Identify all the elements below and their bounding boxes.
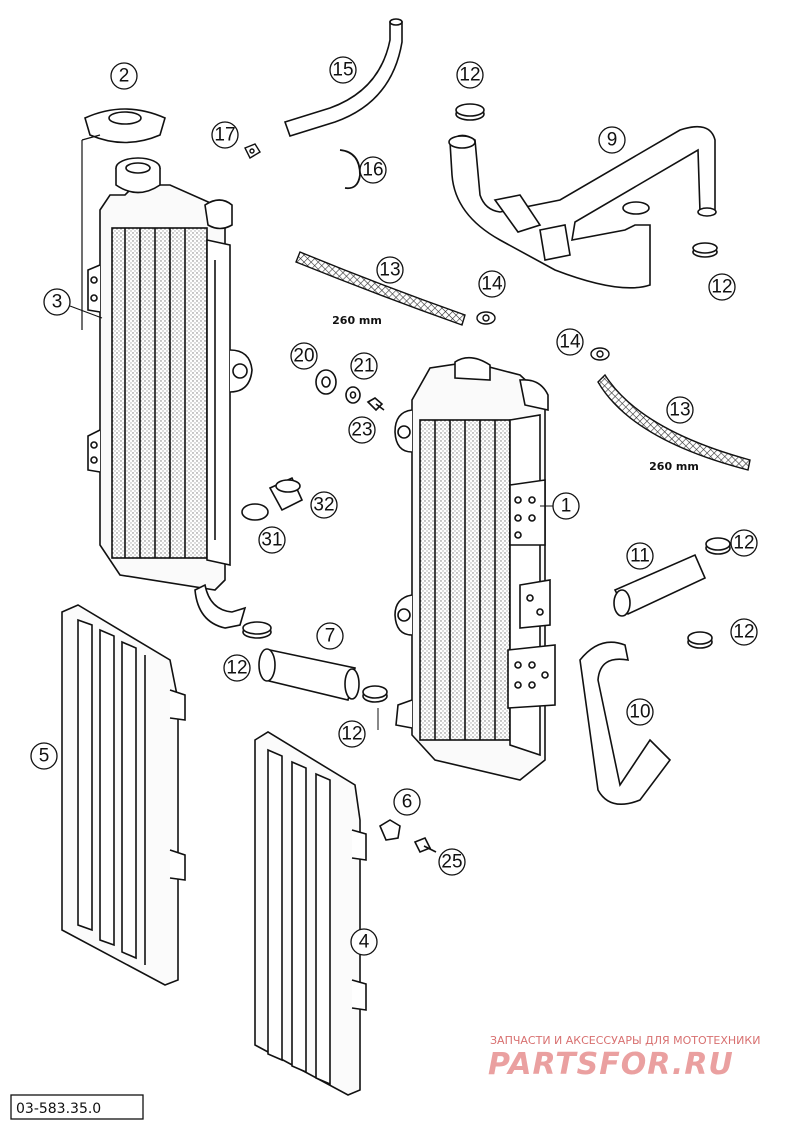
nut-6 <box>378 819 401 841</box>
callout-23-label: 23 <box>351 420 372 441</box>
callout-12b-label: 12 <box>711 277 732 298</box>
callout-numbers: 2 3 15 17 16 12 9 12 13 14 20 21 23 14 1… <box>39 60 755 953</box>
callout-12d-label: 12 <box>733 622 754 643</box>
callout-1-label: 1 <box>561 496 572 517</box>
callout-12d <box>730 618 758 646</box>
callout-5-label: 5 <box>39 746 50 767</box>
callout-4 <box>350 928 378 956</box>
callout-20-label: 20 <box>293 346 314 367</box>
callout-12a-label: 12 <box>459 65 480 86</box>
callout-17-label: 17 <box>214 125 235 146</box>
callout-13b <box>666 396 694 424</box>
callout-10 <box>626 698 654 726</box>
callout-12f-label: 12 <box>341 724 362 745</box>
clip-16 <box>339 149 361 190</box>
callout-2 <box>110 62 138 90</box>
callout-20 <box>290 342 318 370</box>
louver-right <box>254 731 367 1096</box>
radiator-right <box>394 356 556 781</box>
o-ring-31 <box>241 503 269 521</box>
callout-11 <box>626 542 654 570</box>
hose-9 <box>448 125 717 289</box>
callout-labels <box>30 56 758 956</box>
part-code: 03-583.35.0 <box>16 1101 101 1117</box>
callout-7-label: 7 <box>325 626 336 647</box>
plug-32 <box>268 476 304 512</box>
bolt-23 <box>366 397 385 412</box>
callout-31-label: 31 <box>261 530 282 551</box>
louver-left <box>61 604 186 986</box>
callout-31 <box>258 526 286 554</box>
bolt-25 <box>413 836 437 854</box>
braided-hose <box>295 251 751 471</box>
callout-13a <box>376 256 404 284</box>
small-clamp <box>476 311 610 361</box>
callout-14b-label: 14 <box>559 332 581 353</box>
watermark-brand: PARTSFOR.RU <box>488 1047 734 1082</box>
hose-7 <box>258 648 360 701</box>
callout-12f <box>338 720 366 748</box>
callout-9-label: 9 <box>607 130 618 151</box>
callout-32-label: 32 <box>313 495 334 516</box>
callout-7 <box>316 622 344 650</box>
callout-25 <box>438 848 466 876</box>
callout-4-label: 4 <box>359 932 370 953</box>
callout-13b-label: 13 <box>669 400 690 421</box>
callout-16 <box>359 156 387 184</box>
callout-14b <box>556 328 584 356</box>
callout-5 <box>30 742 58 770</box>
callout-32 <box>310 491 338 519</box>
callout-12e <box>223 654 251 682</box>
hose-15 <box>283 18 403 137</box>
washer-21 <box>345 386 361 404</box>
hose-10 <box>579 641 672 806</box>
callout-12a <box>456 61 484 89</box>
callout-21 <box>350 352 378 380</box>
callout-11-label: 11 <box>630 546 650 567</box>
callout-12b <box>708 273 736 301</box>
callout-3-label: 3 <box>52 292 63 313</box>
callout-21-label: 21 <box>353 356 374 377</box>
callout-2-label: 2 <box>119 66 130 87</box>
callout-12c-label: 12 <box>733 533 754 554</box>
callout-13a-label: 13 <box>379 260 400 281</box>
callout-17 <box>211 121 239 149</box>
nipple-17 <box>244 143 261 159</box>
callout-15 <box>329 56 357 84</box>
callout-25-label: 25 <box>441 852 462 873</box>
callout-23 <box>348 416 376 444</box>
callout-12e-label: 12 <box>226 658 247 679</box>
hose-clamp <box>242 103 731 703</box>
callout-3 <box>43 288 71 316</box>
radiator-left <box>87 157 253 629</box>
callout-12c <box>730 529 758 557</box>
callout-10-label: 10 <box>629 702 650 723</box>
hose-11 <box>613 553 707 617</box>
dimension-label-top: 260 mm <box>332 314 382 327</box>
callout-15-label: 15 <box>332 60 353 81</box>
callout-9 <box>598 126 626 154</box>
callout-14a <box>478 270 506 298</box>
watermark-tagline: ЗАПЧАСТИ И АКСЕССУАРЫ ДЛЯ МОТОТЕХНИКИ <box>490 1034 760 1047</box>
callout-14a-label: 14 <box>481 274 503 295</box>
leader-lines <box>69 305 553 730</box>
radiator-cap <box>84 108 166 144</box>
grommet-20 <box>315 369 337 395</box>
callout-6-label: 6 <box>402 792 413 813</box>
dimension-label-right: 260 mm <box>649 460 699 473</box>
part-code-box <box>10 1094 144 1120</box>
callout-16-label: 16 <box>362 160 383 181</box>
callout-6 <box>393 788 421 816</box>
